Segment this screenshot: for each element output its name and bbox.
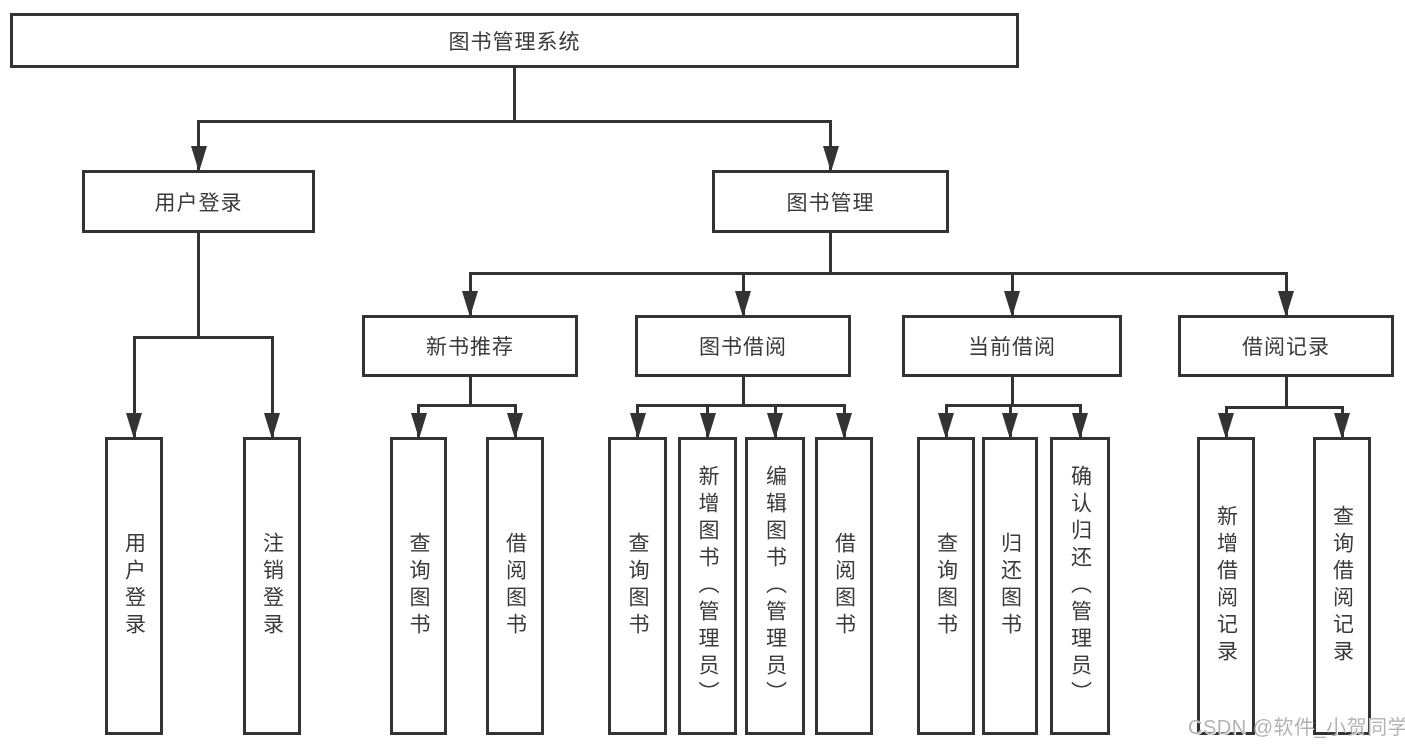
node-label: 注销登录 (260, 532, 284, 640)
arrowhead-icon (410, 413, 427, 439)
node-label: 图书管理系统 (448, 30, 581, 54)
connector-stem-new-book-rec (468, 377, 472, 407)
arrowhead-icon (767, 413, 783, 439)
node-cb-confirm-return: 确认归还（管理员） (1050, 437, 1110, 735)
node-bb-borrow-book: 借阅图书 (815, 437, 873, 735)
node-label: 查询借阅记录 (1330, 505, 1354, 667)
connector-branch-user-login (197, 120, 200, 170)
arrowhead-icon (462, 291, 478, 317)
connector-branch-leaf-logout (270, 336, 274, 437)
node-label: 用户登录 (122, 532, 146, 640)
node-label: 查询图书 (407, 532, 430, 640)
arrowhead-icon (264, 413, 280, 439)
connector-branch-leaf-user-login (132, 336, 136, 437)
node-borrow-records: 借阅记录 (1178, 315, 1394, 377)
node-label: 借阅记录 (1242, 336, 1330, 359)
node-label: 当前借阅 (968, 336, 1056, 359)
node-bb-query-book: 查询图书 (608, 437, 667, 735)
connector-stem-book-borrow (741, 377, 745, 407)
connector-bar-new-book-rec (417, 404, 517, 407)
connector-bar-book-mgmt (468, 272, 1288, 275)
arrowhead-icon (822, 146, 839, 172)
arrowhead-icon (507, 413, 523, 439)
arrowhead-icon (126, 413, 142, 439)
node-label: 新增图书（管理员） (696, 464, 719, 708)
node-label: 用户登录 (154, 191, 243, 215)
node-new-book-rec: 新书推荐 (362, 315, 578, 377)
node-label: 新书推荐 (426, 336, 514, 359)
node-br-add-record: 新增借阅记录 (1197, 437, 1255, 735)
connector-branch-book-mgmt (829, 120, 832, 170)
arrowhead-icon (699, 413, 716, 439)
node-leaf-user-login: 用户登录 (105, 437, 163, 735)
node-bb-add-book: 新增图书（管理员） (678, 437, 737, 735)
arrowhead-icon (629, 413, 646, 439)
arrowhead-icon (190, 146, 207, 172)
node-book-mgmt: 图书管理 (712, 170, 949, 233)
connector-bar-user-login (132, 336, 274, 339)
node-br-query-record: 查询借阅记录 (1313, 437, 1371, 735)
connector-stem-root (513, 68, 516, 123)
node-nbr-borrow-book: 借阅图书 (486, 437, 544, 735)
node-user-login: 用户登录 (82, 170, 315, 233)
connector-stem-current-borrow (1010, 377, 1014, 407)
connector-stem-user-login (197, 233, 200, 339)
connector-bar-root (197, 120, 832, 123)
node-label: 编辑图书（管理员） (763, 464, 787, 708)
arrowhead-icon (735, 291, 751, 317)
connector-bar-current-borrow (944, 404, 1082, 407)
node-cb-query-book: 查询图书 (917, 437, 975, 735)
node-label: 借阅图书 (832, 532, 856, 640)
connector-stem-borrow-records (1284, 377, 1288, 409)
node-label: 新增借阅记录 (1214, 505, 1238, 667)
node-current-borrow: 当前借阅 (902, 315, 1122, 377)
arrowhead-icon (1002, 413, 1018, 439)
arrowhead-icon (1334, 413, 1350, 439)
arrowhead-icon (1278, 291, 1294, 317)
csdn-watermark: CSDN @软件_小贺同学 (1188, 717, 1405, 739)
node-root: 图书管理系统 (10, 13, 1019, 68)
node-label: 归还图书 (998, 532, 1022, 640)
arrowhead-icon (1072, 413, 1088, 439)
node-label: 查询图书 (934, 532, 958, 640)
connector-bar-borrow-records (1224, 406, 1344, 409)
node-nbr-query-book: 查询图书 (390, 437, 447, 735)
node-label: 查询图书 (626, 532, 649, 640)
arrowhead-icon (938, 413, 954, 439)
node-book-borrow: 图书借阅 (635, 315, 851, 377)
node-label: 图书借阅 (699, 336, 787, 359)
arrowhead-icon (1218, 413, 1234, 439)
node-cb-return-book: 归还图书 (982, 437, 1038, 735)
connector-bar-book-borrow (636, 404, 846, 407)
node-label: 确认归还（管理员） (1068, 464, 1092, 708)
node-leaf-logout: 注销登录 (243, 437, 301, 735)
arrowhead-icon (836, 413, 852, 439)
node-label: 图书管理 (786, 191, 875, 215)
connector-stem-book-mgmt (829, 233, 832, 275)
node-bb-edit-book: 编辑图书（管理员） (745, 437, 805, 735)
arrowhead-icon (1004, 291, 1020, 317)
node-label: 借阅图书 (503, 532, 527, 640)
